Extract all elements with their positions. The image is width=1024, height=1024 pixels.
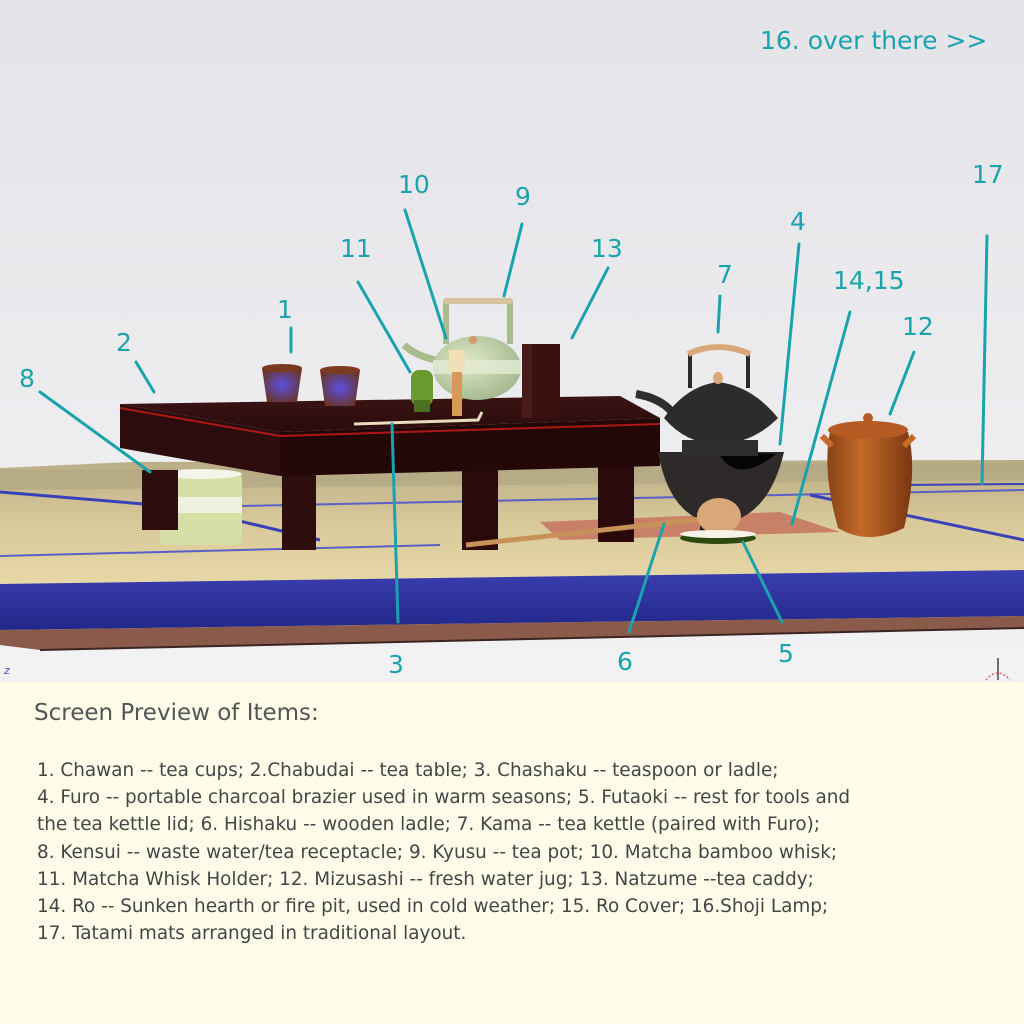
- chabudai-table: [119, 396, 661, 550]
- legend-line: 1. Chawan -- tea cups; 2.Chabudai -- tea…: [37, 760, 779, 781]
- callout-1: 1: [277, 295, 293, 324]
- legend-title: Screen Preview of Items:: [34, 700, 319, 726]
- render-preview: z 16. over there >> 1 2 3 4 5 6 7 8 9 10…: [0, 0, 1024, 682]
- callout-6: 6: [617, 647, 633, 676]
- callout-3: 3: [388, 650, 404, 679]
- callout-8: 8: [19, 364, 35, 393]
- chawan-cups: [262, 364, 360, 406]
- callout-9: 9: [515, 182, 531, 211]
- hishaku-ladle: [465, 498, 741, 548]
- callout-11: 11: [340, 234, 372, 263]
- futaoki: [680, 530, 756, 544]
- legend-line: 8. Kensui -- waste water/tea receptacle;…: [37, 841, 838, 863]
- legend-line: 4. Furo -- portable charcoal brazier use…: [37, 787, 851, 809]
- callout-5: 5: [778, 639, 794, 668]
- axis-z-label: z: [4, 664, 10, 677]
- whisk-holder: [411, 370, 433, 412]
- callout-leaders: [38, 208, 989, 634]
- natsume-caddy: [522, 344, 560, 418]
- callout-7: 7: [717, 260, 733, 289]
- tatami-border: [0, 570, 1024, 630]
- callout-13: 13: [591, 234, 623, 263]
- callout-14-15: 14,15: [833, 266, 905, 295]
- mizusashi-jug: [819, 413, 917, 537]
- legend-line: 11. Matcha Whisk Holder; 12. Mizusashi -…: [37, 868, 814, 890]
- callout-16-note: 16. over there >>: [760, 26, 988, 55]
- scene-illustration: [0, 208, 1024, 681]
- legend-body: 1. Chawan -- tea cups; 2.Chabudai -- tea…: [37, 757, 1012, 947]
- callout-10: 10: [398, 170, 430, 199]
- callout-12: 12: [902, 312, 934, 341]
- view-gizmo-icon: [985, 658, 1011, 681]
- callout-4: 4: [790, 207, 806, 236]
- callout-2: 2: [116, 328, 132, 357]
- kama-kettle: [635, 344, 778, 444]
- legend-line: the tea kettle lid; 6. Hishaku -- wooden…: [37, 814, 820, 836]
- callout-17: 17: [972, 160, 1004, 189]
- matcha-whisk: [449, 350, 465, 416]
- kensui: [150, 469, 242, 545]
- legend-line: 14. Ro -- Sunken hearth or fire pit, use…: [37, 896, 829, 918]
- furo-brazier: [658, 440, 784, 532]
- legend-line: 17. Tatami mats arranged in traditional …: [37, 923, 467, 945]
- legend-panel: [0, 682, 1024, 1024]
- chashaku: [353, 411, 484, 426]
